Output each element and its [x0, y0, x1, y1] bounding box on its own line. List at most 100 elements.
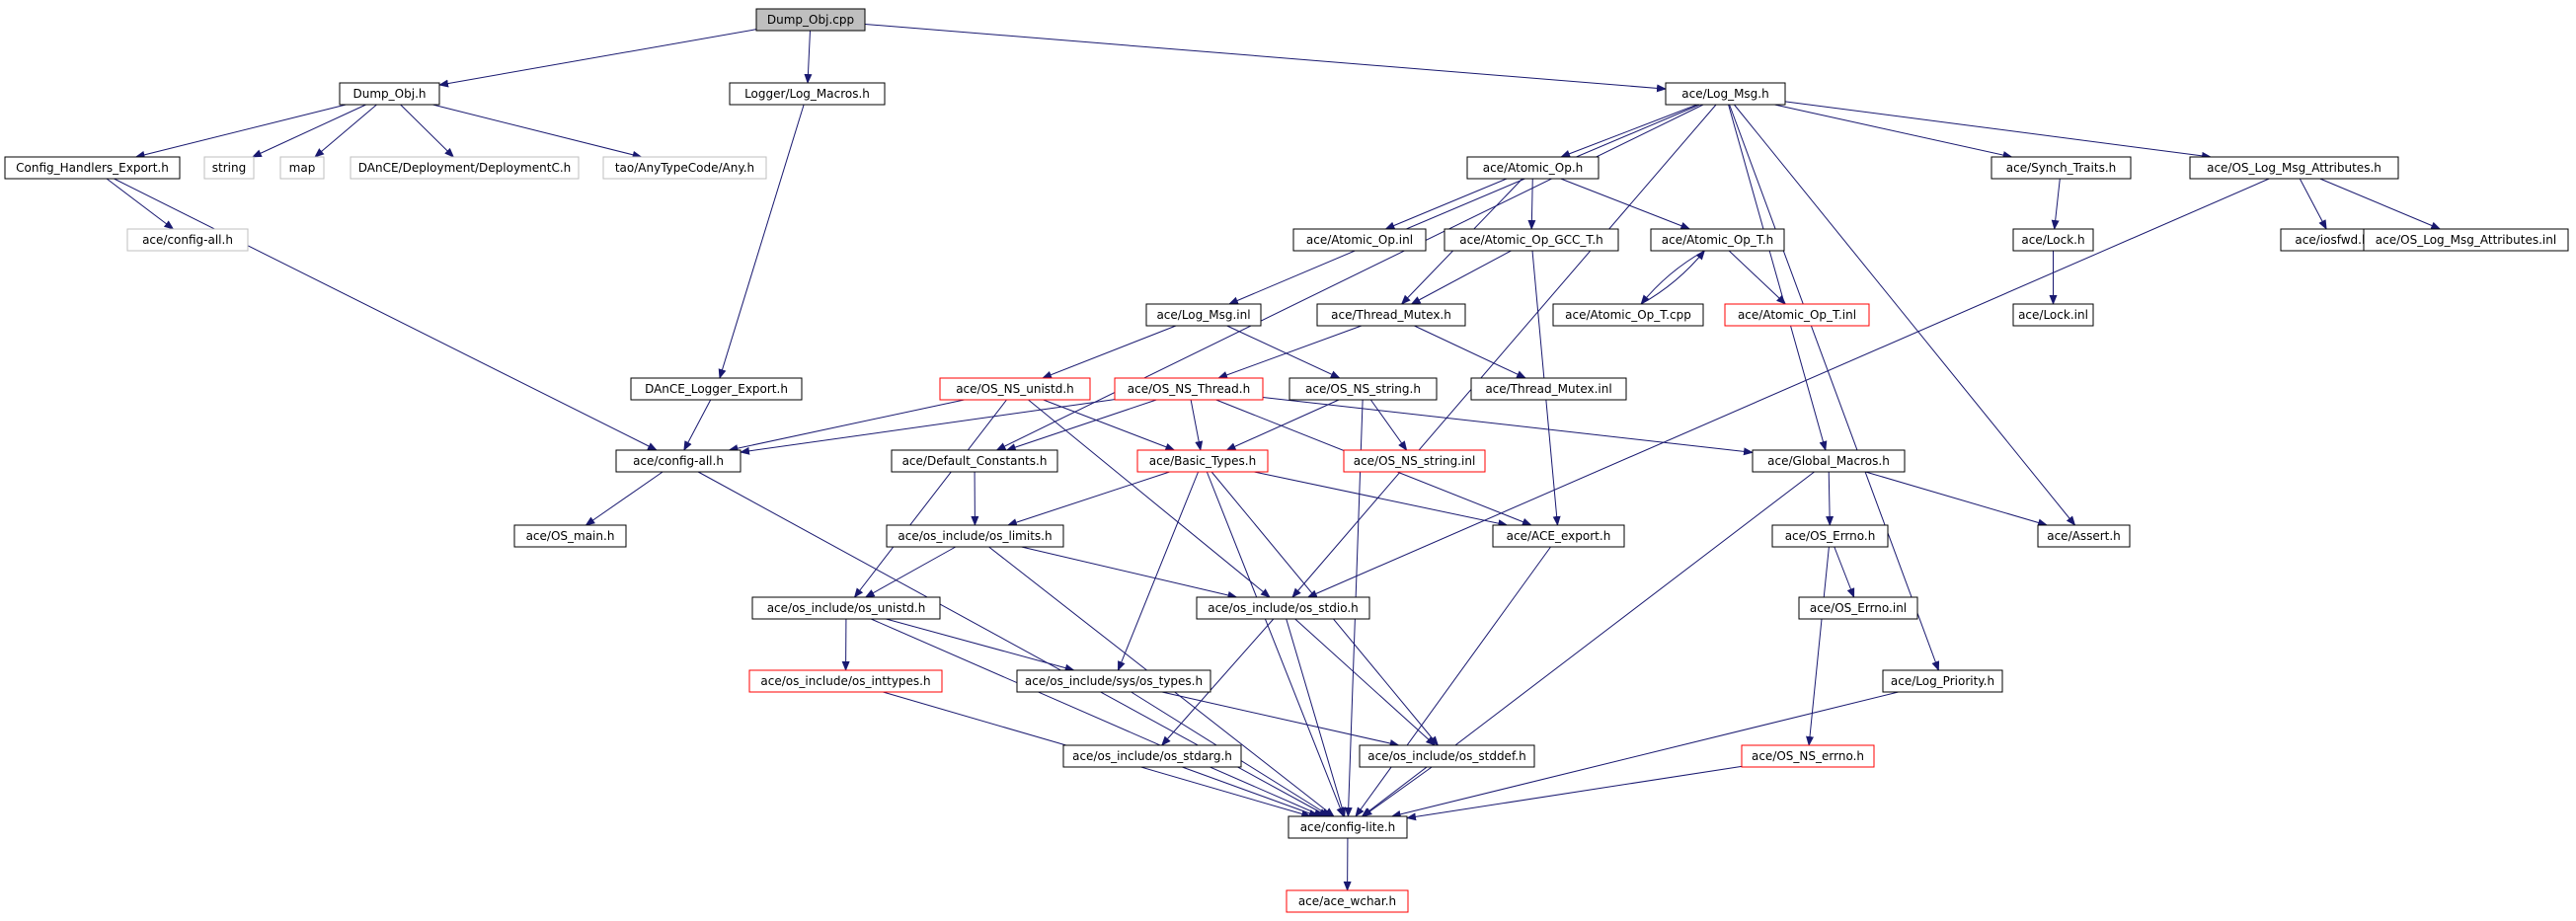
node-n37[interactable]: ace/OS_Errno.h — [1771, 524, 1889, 548]
edge-n3-to-n11 — [1774, 104, 2013, 159]
edge-n19-to-n27 — [1226, 325, 1341, 379]
edge-n3-to-n40 — [1291, 104, 1717, 598]
node-n16[interactable]: ace/Lock.h — [2012, 228, 2094, 252]
node-n20[interactable]: ace/Thread_Mutex.h — [1316, 303, 1466, 327]
node-box — [339, 82, 440, 106]
edge-n31-to-n48 — [1206, 471, 1345, 817]
edge-n25-to-n31 — [1043, 399, 1176, 451]
edge-n14-to-n20 — [1410, 250, 1512, 305]
node-box — [1343, 449, 1486, 473]
node-n12[interactable]: ace/OS_Log_Msg_Attributes.h — [2189, 156, 2399, 180]
node-n11[interactable]: ace/Synch_Traits.h — [1991, 156, 2132, 180]
node-label: ace/os_include/os_stddef.h — [1367, 749, 1525, 763]
node-n45[interactable]: ace/os_include/os_stdarg.h — [1062, 744, 1242, 768]
node-box — [1136, 449, 1269, 473]
node-n25[interactable]: ace/OS_NS_unistd.h — [939, 377, 1091, 401]
node-n26[interactable]: ace/OS_NS_Thread.h — [1114, 377, 1264, 401]
node-box — [1016, 669, 1211, 693]
node-n41[interactable]: ace/OS_Errno.inl — [1798, 596, 1918, 620]
node-n43[interactable]: ace/os_include/sys/os_types.h — [1016, 669, 1211, 693]
node-n13[interactable]: ace/Atomic_Op.inl — [1292, 228, 1427, 252]
node-n8: tao/AnyTypeCode/Any.h — [602, 156, 767, 180]
node-label: ace/config-all.h — [142, 233, 233, 247]
edge-n19-to-n25 — [1042, 325, 1177, 379]
node-label: ace/Lock.h — [2021, 233, 2084, 247]
node-label: ace/OS_NS_errno.h — [1752, 749, 1864, 763]
node-n22[interactable]: ace/Atomic_Op_T.inl — [1724, 303, 1870, 327]
node-n17[interactable]: ace/iosfwd.h — [2280, 228, 2384, 252]
edge-n44-to-n48 — [1390, 691, 1899, 818]
node-n29[interactable]: ace/config-all.h — [615, 449, 742, 473]
node-n27[interactable]: ace/OS_NS_string.h — [1288, 377, 1438, 401]
node-label: ace/ACE_export.h — [1507, 529, 1611, 543]
node-n2[interactable]: Logger/Log_Macros.h — [729, 82, 886, 106]
node-label: ace/os_include/os_stdio.h — [1208, 601, 1359, 615]
node-box — [1292, 228, 1427, 252]
edge-n10-to-n13 — [1384, 178, 1508, 230]
node-n39[interactable]: ace/os_include/os_unistd.h — [751, 596, 941, 620]
node-box — [1114, 377, 1264, 401]
node-n35[interactable]: ace/os_include/os_limits.h — [886, 524, 1064, 548]
node-n44[interactable]: ace/Log_Priority.h — [1882, 669, 2003, 693]
node-box — [1882, 669, 2003, 693]
node-box — [1724, 303, 1870, 327]
node-label: ace/Atomic_Op_GCC_T.h — [1459, 233, 1603, 247]
node-label: ace/Basic_Types.h — [1149, 454, 1256, 468]
node-n40[interactable]: ace/os_include/os_stdio.h — [1196, 596, 1370, 620]
node-n23[interactable]: ace/Lock.inl — [2012, 303, 2094, 327]
edge-n33-to-n37 — [1826, 471, 1834, 526]
node-n36[interactable]: ace/ACE_export.h — [1492, 524, 1625, 548]
node-box — [2012, 228, 2094, 252]
edge-n21-to-n15 — [1640, 250, 1706, 305]
node-n48[interactable]: ace/config-lite.h — [1288, 815, 1408, 839]
node-box — [203, 156, 255, 180]
node-box — [2189, 156, 2399, 180]
edge-n31-to-n43 — [1117, 471, 1200, 671]
node-n1[interactable]: Dump_Obj.h — [339, 82, 440, 106]
node-n47[interactable]: ace/OS_NS_errno.h — [1741, 744, 1875, 768]
node-label: Dump_Obj.cpp — [767, 13, 854, 27]
node-n0[interactable]: Dump_Obj.cpp — [755, 8, 866, 32]
node-n10[interactable]: ace/Atomic_Op.h — [1466, 156, 1600, 180]
node-n42[interactable]: ace/os_include/os_inttypes.h — [748, 669, 943, 693]
node-n46[interactable]: ace/os_include/os_stddef.h — [1359, 744, 1535, 768]
node-n18[interactable]: ace/OS_Log_Msg_Attributes.inl — [2363, 228, 2569, 252]
node-n28[interactable]: ace/Thread_Mutex.inl — [1470, 377, 1627, 401]
node-label: ace/OS_Log_Msg_Attributes.h — [2207, 161, 2381, 175]
edge-n37-to-n47 — [1806, 546, 1830, 746]
edge-n20-to-n26 — [1217, 325, 1363, 379]
node-label: Config_Handlers_Export.h — [16, 161, 169, 175]
node-box — [729, 82, 886, 106]
node-n3[interactable]: ace/Log_Msg.h — [1665, 82, 1786, 106]
node-n15[interactable]: ace/Atomic_Op_T.h — [1650, 228, 1785, 252]
edge-n1-to-n6 — [314, 104, 377, 158]
node-n14[interactable]: ace/Atomic_Op_GCC_T.h — [1444, 228, 1619, 252]
edge-n12-to-n17 — [2299, 178, 2327, 230]
node-n21[interactable]: ace/Atomic_Op_T.cpp — [1552, 303, 1704, 327]
node-label: DAnCE/Deployment/DeploymentC.h — [358, 161, 572, 175]
node-n49[interactable]: ace/ace_wchar.h — [1286, 889, 1409, 913]
node-n38[interactable]: ace/Assert.h — [2037, 524, 2131, 548]
node-label: ace/config-all.h — [633, 454, 724, 468]
node-n31[interactable]: ace/Basic_Types.h — [1136, 449, 1269, 473]
node-n34[interactable]: ace/OS_main.h — [513, 524, 627, 548]
node-box — [1665, 82, 1786, 106]
node-label: ace/OS_Log_Msg_Attributes.inl — [2376, 233, 2556, 247]
edge-n39-to-n43 — [886, 618, 1075, 672]
node-n32[interactable]: ace/OS_NS_string.inl — [1343, 449, 1486, 473]
node-n24[interactable]: DAnCE_Logger_Export.h — [630, 377, 803, 401]
node-label: ace/Atomic_Op_T.h — [1662, 233, 1773, 247]
node-box — [513, 524, 627, 548]
node-box — [886, 524, 1064, 548]
node-box — [748, 669, 943, 693]
node-box — [1359, 744, 1535, 768]
node-n33[interactable]: ace/Global_Macros.h — [1752, 449, 1906, 473]
node-n30[interactable]: ace/Default_Constants.h — [891, 449, 1058, 473]
node-box — [1145, 303, 1262, 327]
node-label: ace/os_include/os_inttypes.h — [760, 674, 930, 688]
node-label: ace/os_include/os_unistd.h — [767, 601, 926, 615]
edge-n45-to-n48 — [1182, 766, 1319, 817]
node-box — [279, 156, 325, 180]
node-n4[interactable]: Config_Handlers_Export.h — [4, 156, 181, 180]
node-n19[interactable]: ace/Log_Msg.inl — [1145, 303, 1262, 327]
